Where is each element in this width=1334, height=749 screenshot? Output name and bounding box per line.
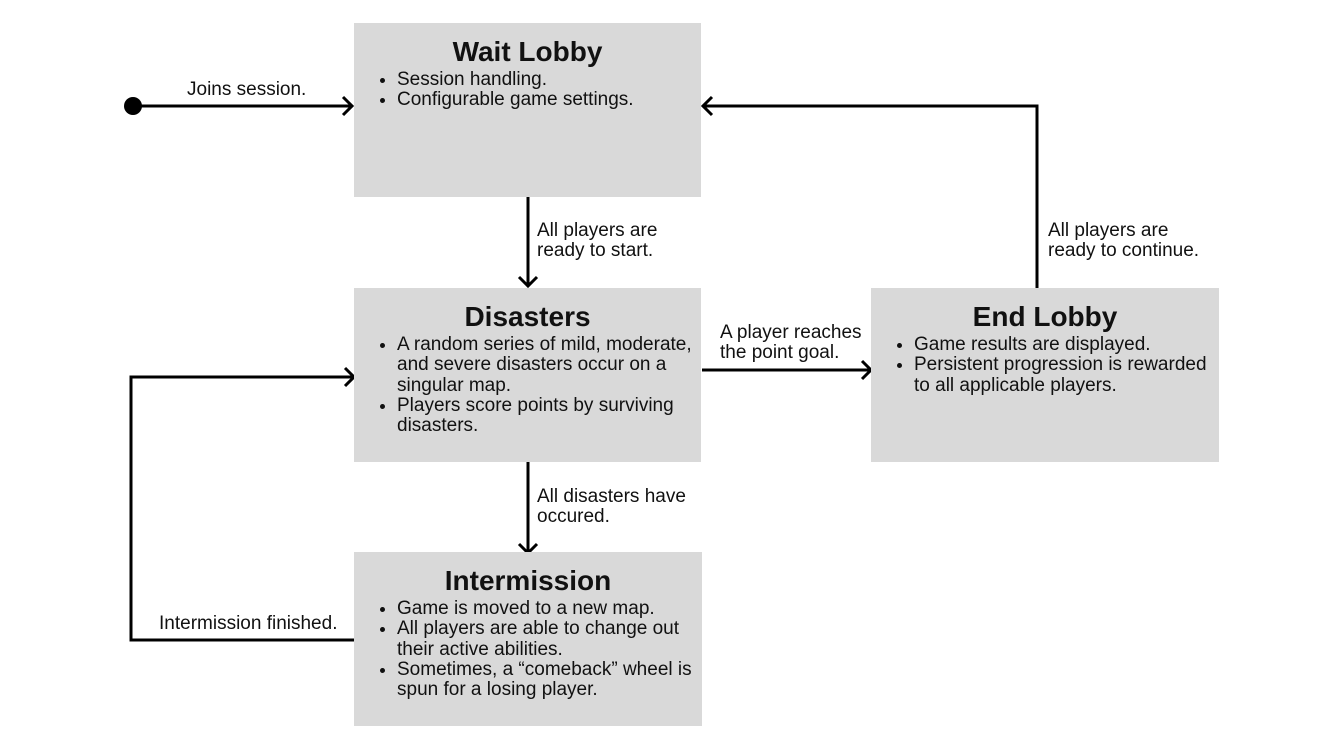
list-item: All players are able to change out their… [397, 619, 702, 660]
state-title: Disasters [464, 301, 591, 332]
list-item: Game is moved to a new map. [397, 598, 702, 619]
finished-arrow [129, 366, 357, 642]
continue-arrow [700, 95, 1039, 288]
start-label: All players are ready to start. [537, 220, 658, 262]
list-item: A random series of mild, moderate, and s… [397, 334, 701, 396]
initial-state-dot [124, 97, 142, 115]
occurred-label: All disasters have occured. [537, 486, 686, 528]
list-item: Configurable game settings. [397, 89, 701, 110]
state-intermission: Intermission Game is moved to a new map.… [354, 552, 702, 726]
occurred-arrow [517, 462, 539, 556]
join-label: Joins session. [187, 79, 307, 100]
state-wait-lobby: Wait Lobby Session handling. Configurabl… [354, 23, 701, 197]
state-item-list: Session handling. Configurable game sett… [354, 69, 701, 111]
state-item-list: Game is moved to a new map. All players … [354, 598, 702, 701]
state-item-list: A random series of mild, moderate, and s… [354, 334, 701, 437]
finished-label: Intermission finished. [159, 613, 338, 634]
join-arrow [133, 95, 355, 117]
state-title: Wait Lobby [452, 36, 603, 67]
goal-label: A player reaches the point goal. [720, 322, 862, 364]
state-title: Intermission [444, 565, 612, 596]
list-item: Session handling. [397, 69, 701, 90]
list-item: Players score points by surviving disast… [397, 395, 701, 437]
list-item: Persistent progression is rewarded to al… [914, 355, 1219, 396]
state-end-lobby: End Lobby Game results are displayed. Pe… [871, 288, 1219, 462]
goal-arrow [702, 359, 874, 381]
state-disasters: Disasters A random series of mild, moder… [354, 288, 701, 462]
continue-label: All players are ready to continue. [1048, 220, 1200, 262]
state-title: End Lobby [972, 301, 1118, 332]
list-item: Sometimes, a “comeback” wheel is spun fo… [397, 659, 702, 701]
list-item: Game results are displayed. [914, 334, 1219, 355]
start-arrow [517, 196, 539, 289]
state-item-list: Game results are displayed. Persistent p… [871, 334, 1219, 396]
